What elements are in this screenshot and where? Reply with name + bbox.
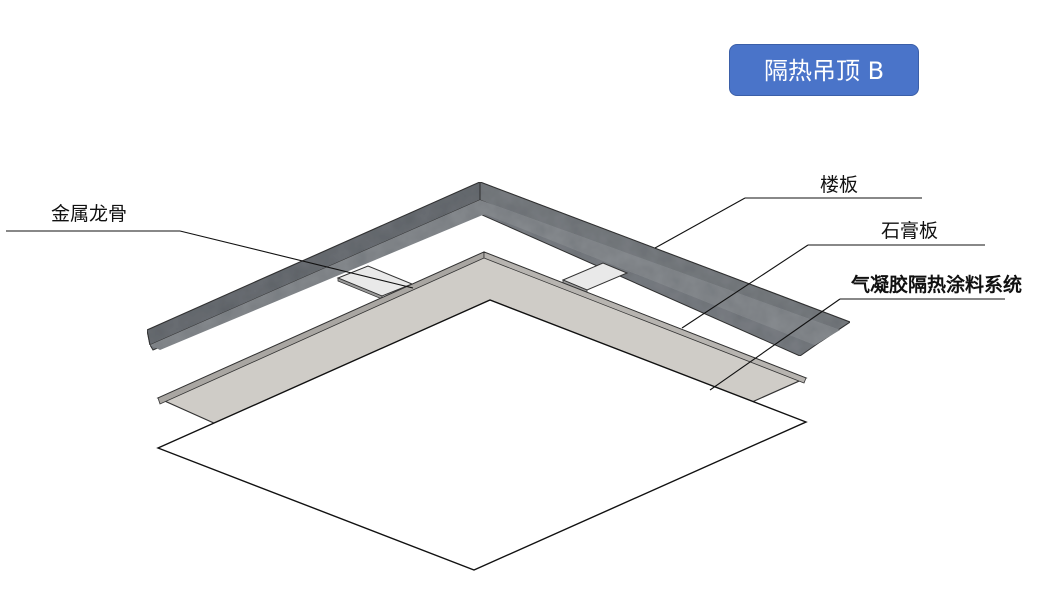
label-gypsum-board: 石膏板 xyxy=(881,220,939,242)
leader-lines xyxy=(6,197,1005,391)
label-floor-slab: 楼板 xyxy=(820,174,859,196)
metal-keel-left xyxy=(336,265,414,300)
diagram-title-badge: 隔热吊顶 B xyxy=(729,44,919,96)
gypsum-board xyxy=(156,251,808,425)
aerogel-coating xyxy=(156,299,808,571)
label-coating-system: 气凝胶隔热涂料系统 xyxy=(851,274,1023,296)
label-metal-keel: 金属龙骨 xyxy=(51,203,128,225)
